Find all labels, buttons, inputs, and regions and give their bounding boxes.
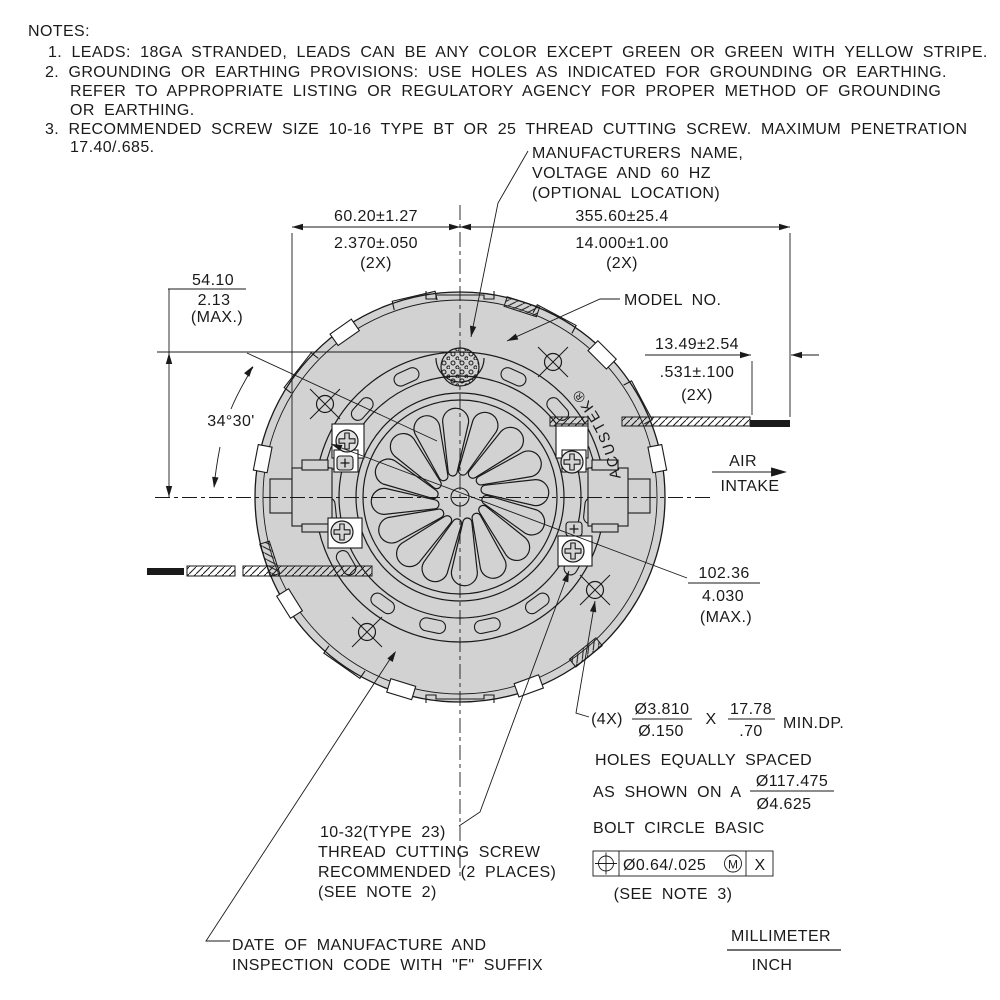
- dimension-text: 60.20±1.27 2.370±.050 (2X) 355.60±25.4 1…: [191, 145, 844, 974]
- dim-60-20-in: 2.370±.050: [334, 235, 418, 252]
- left-mounting-ear: [269, 459, 333, 533]
- dim-13-49-qty: (2X): [681, 387, 713, 404]
- dim-54-10-max: (MAX.): [191, 309, 243, 326]
- holes-depth-suffix: MIN.DP.: [783, 715, 844, 732]
- units-mm: MILLIMETER: [731, 928, 831, 945]
- callout-model-no: MODEL NO.: [624, 292, 721, 309]
- phillips-screw-lower-left: [330, 520, 354, 544]
- position-symbol-icon: [595, 852, 617, 875]
- air-label: AIR: [729, 453, 757, 470]
- material-modifier-icon: M: [724, 854, 742, 873]
- notes-title: NOTES:: [28, 23, 90, 40]
- bolt-circle-dia-mm: Ø117.475: [756, 773, 828, 790]
- dim-13-49-in: .531±.100: [660, 364, 735, 381]
- feature-control-frame: Ø0.64/.025 M X (SEE NOTE 3): [592, 850, 774, 903]
- dim-angle: 34°30': [207, 413, 254, 430]
- note-3-line2: 17.40/.685.: [70, 139, 154, 156]
- holes-qty: (4X): [591, 711, 623, 728]
- note-2-line1: 2. GROUNDING OR EARTHING PROVISIONS: USE…: [45, 64, 947, 81]
- holes-times: X: [705, 711, 716, 728]
- notes-block: NOTES: 1. LEADS: 18GA STRANDED, LEADS CA…: [28, 23, 988, 156]
- dim-54-10-mm: 54.10: [192, 272, 234, 289]
- fcf-see-note: (SEE NOTE 3): [614, 886, 733, 903]
- right-lead-insulation-b: [621, 416, 751, 427]
- note-2-line2: REFER TO APPROPRIATE LISTING OR REGULATO…: [70, 83, 941, 100]
- fcf-modifier-letter: M: [728, 858, 738, 872]
- holes-depth-in: .70: [739, 723, 762, 740]
- small-screw-right: [565, 521, 583, 537]
- dim-102-36-max: (MAX.): [700, 609, 752, 626]
- dimension-graphics: [157, 150, 841, 951]
- holes-depth-mm: 17.78: [730, 701, 772, 718]
- callout-manufacturer-3: (OPTIONAL LOCATION): [532, 185, 720, 202]
- fcf-tolerance: Ø0.64/.025: [623, 857, 706, 874]
- callout-manufacturer-1: MANUFACTURERS NAME,: [532, 145, 743, 162]
- bolt-circle-line1: HOLES EQUALLY SPACED: [595, 752, 812, 769]
- centerlines: [155, 205, 712, 877]
- phillips-screw-lower-right: [561, 539, 585, 563]
- bolt-circle-line3: BOLT CIRCLE BASIC: [593, 820, 765, 837]
- small-screw-left: [336, 455, 354, 471]
- dim-355-60-mm: 355.60±25.4: [575, 208, 668, 225]
- intake-label: INTAKE: [720, 478, 779, 495]
- dim-355-60-in: 14.000±1.00: [575, 235, 668, 252]
- dim-102-36-in: 4.030: [702, 588, 744, 605]
- dim-355-60-qty: (2X): [606, 255, 638, 272]
- note-3-line1: 3. RECOMMENDED SCREW SIZE 10-16 TYPE BT …: [45, 121, 967, 138]
- note-2-line3: OR EARTHING.: [70, 102, 195, 119]
- left-lead-insulation-b: [242, 565, 373, 577]
- dim-60-20-qty: (2X): [360, 255, 392, 272]
- right-lead-stripped-tip: [750, 420, 790, 427]
- lead-wires: [147, 416, 790, 577]
- holes-dia-mm: Ø3.810: [635, 701, 690, 718]
- left-lead-insulation-a: [186, 565, 236, 577]
- holes-dia-in: Ø.150: [638, 723, 684, 740]
- right-mounting-ear: [587, 459, 651, 533]
- date-note-2: INSPECTION CODE WITH "F" SUFFIX: [232, 957, 543, 974]
- screw-note-1: 10-32(TYPE 23): [320, 824, 446, 841]
- dim-13-49-mm: 13.49±2.54: [655, 336, 739, 353]
- left-lead-stripped-tip: [147, 568, 184, 575]
- screw-note-3: RECOMMENDED (2 PLACES): [318, 864, 556, 881]
- dim-102-36-mm: 102.36: [698, 565, 749, 582]
- dim-60-20-mm: 60.20±1.27: [334, 208, 418, 225]
- bolt-circle-line2: AS SHOWN ON A: [593, 784, 742, 801]
- callout-manufacturer-2: VOLTAGE AND 60 HZ: [532, 165, 711, 182]
- fcf-datum: X: [754, 857, 765, 874]
- screw-note-2: THREAD CUTTING SCREW: [318, 844, 541, 861]
- bolt-circle-dia-in: Ø4.625: [757, 796, 812, 813]
- date-note-1: DATE OF MANUFACTURE AND: [232, 937, 486, 954]
- screw-note-4: (SEE NOTE 2): [318, 884, 437, 901]
- units-inch: INCH: [752, 957, 793, 974]
- dim-54-10-in: 2.13: [198, 292, 231, 309]
- note-1: 1. LEADS: 18GA STRANDED, LEADS CAN BE AN…: [48, 44, 988, 61]
- phillips-screw-upper-right: [560, 450, 584, 474]
- right-lead-insulation-a: [549, 416, 589, 427]
